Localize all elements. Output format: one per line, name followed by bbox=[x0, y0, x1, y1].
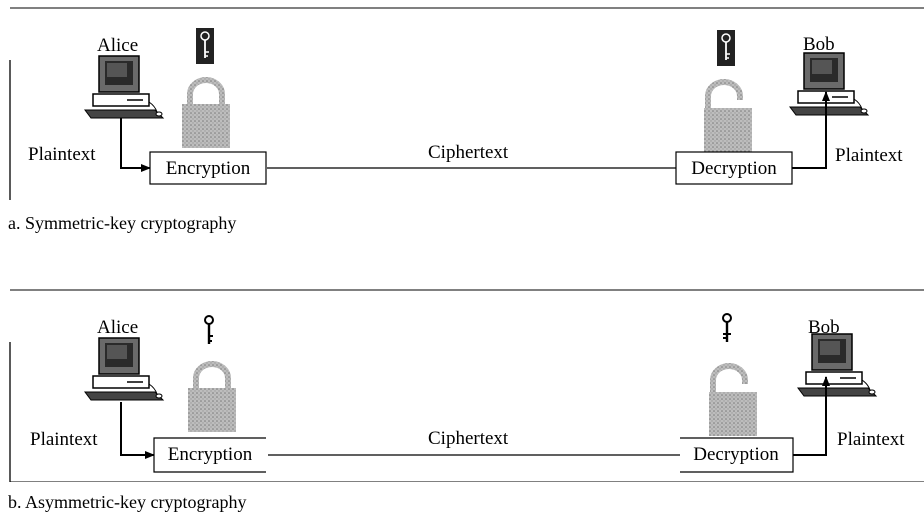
closed-lock-icon bbox=[188, 364, 236, 432]
plaintext-out-arrow bbox=[792, 91, 830, 169]
decryption-label: Decryption bbox=[679, 156, 789, 182]
receiver-label: Bob bbox=[808, 317, 840, 338]
ciphertext-label: Ciphertext bbox=[428, 428, 509, 449]
plaintext-in-arrow bbox=[120, 402, 155, 459]
open-lock-icon bbox=[704, 82, 752, 152]
encryption-label: Encryption bbox=[153, 156, 263, 182]
alice-computer-icon bbox=[84, 55, 164, 119]
sender-label: Alice bbox=[97, 317, 139, 338]
symmetric-caption: a. Symmetric-key cryptography bbox=[8, 213, 237, 233]
private-key-icon bbox=[721, 312, 733, 344]
receiver-label: Bob bbox=[803, 34, 835, 55]
plaintext-in-arrow bbox=[120, 118, 151, 172]
plaintext-left-label: Plaintext bbox=[30, 429, 98, 450]
alice-computer-icon bbox=[84, 337, 164, 401]
plaintext-right-label: Plaintext bbox=[837, 429, 905, 450]
closed-lock-icon bbox=[182, 80, 230, 148]
asymmetric-caption: b. Asymmetric-key cryptography bbox=[8, 492, 247, 512]
plaintext-out-arrow bbox=[793, 376, 830, 456]
encryption-label: Encryption bbox=[157, 442, 263, 468]
ciphertext-label: Ciphertext bbox=[428, 142, 509, 163]
symmetric-key-panel: Alice Bob Plaintext Plaintext Ciphertext… bbox=[0, 0, 924, 200]
sender-label: Alice bbox=[97, 35, 139, 56]
plaintext-right-label: Plaintext bbox=[835, 145, 903, 166]
bob-computer-icon bbox=[797, 333, 877, 397]
plaintext-left-label: Plaintext bbox=[28, 144, 96, 165]
bob-computer-icon bbox=[789, 52, 869, 116]
open-lock-icon bbox=[709, 366, 757, 436]
decryption-label: Decryption bbox=[683, 442, 789, 468]
asymmetric-key-panel: Alice Bob Plaintext Plaintext Ciphertext… bbox=[0, 282, 924, 482]
public-key-icon bbox=[203, 314, 215, 346]
encryption-key-icon bbox=[195, 27, 215, 65]
decryption-key-icon bbox=[716, 29, 736, 67]
